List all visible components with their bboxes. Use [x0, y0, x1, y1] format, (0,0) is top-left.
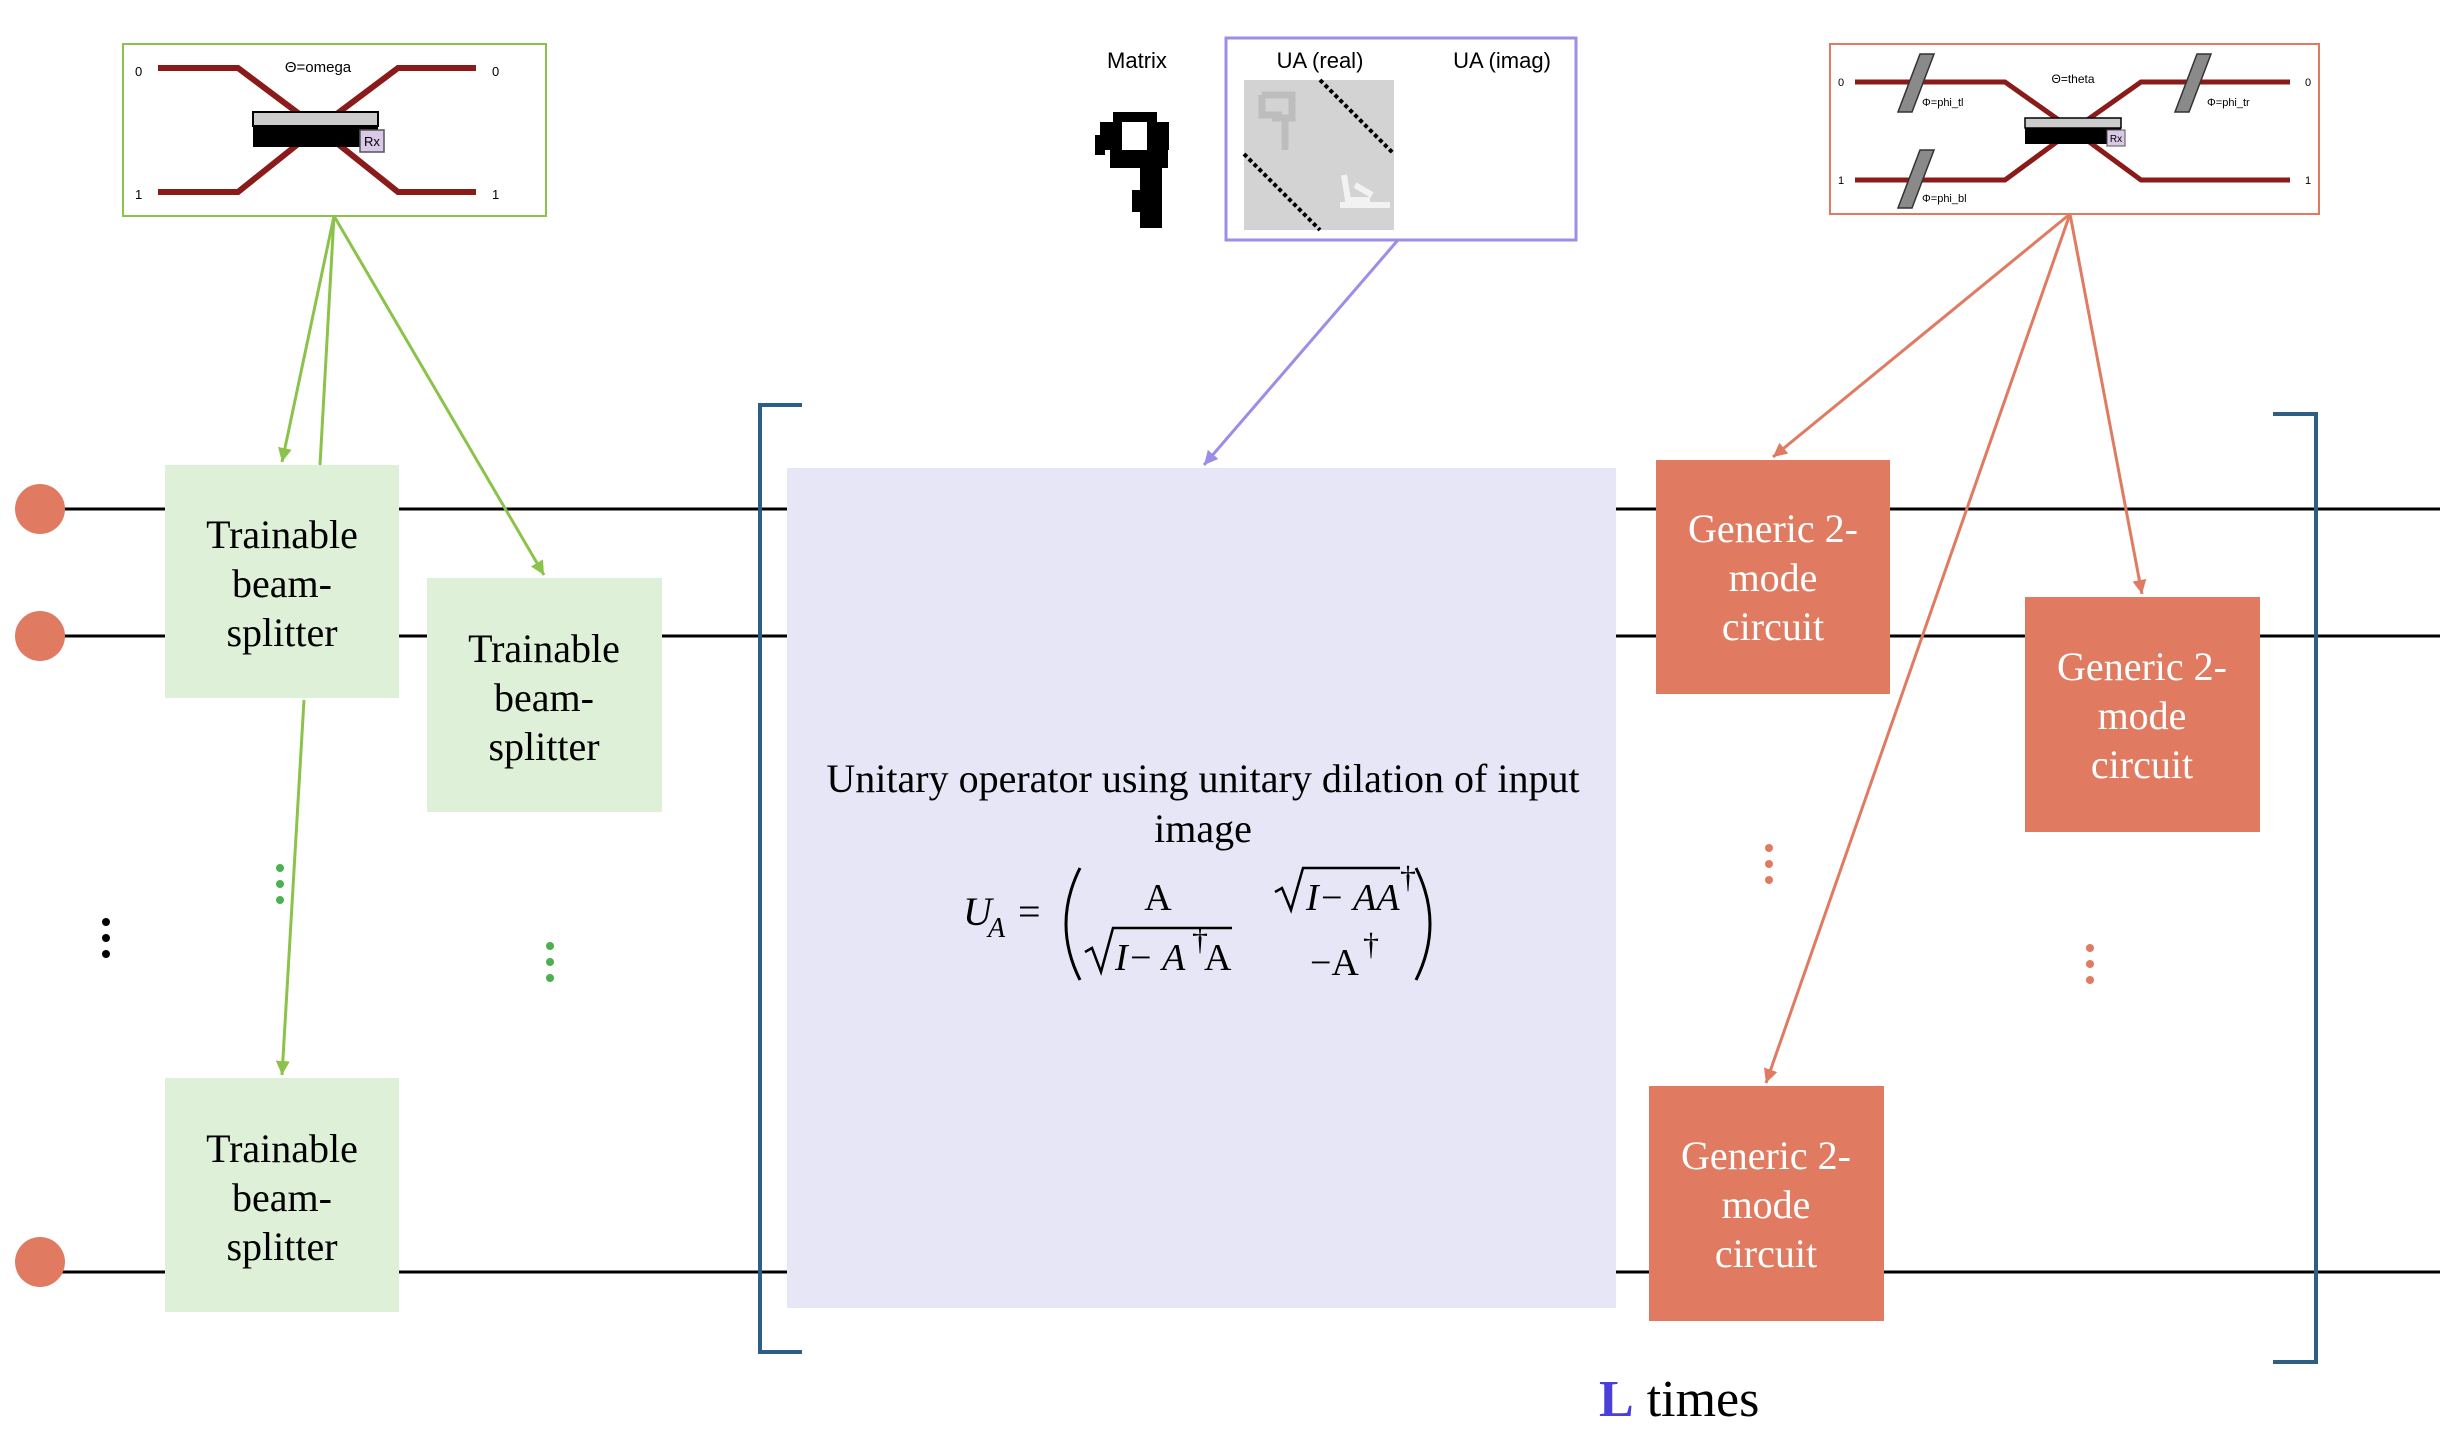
generic-box-2-line3: circuit	[2091, 742, 2193, 787]
trainable-bs-box-1-line2: beam-	[232, 561, 332, 606]
formula-m21-dagger: †	[1192, 921, 1208, 957]
digit-image	[1095, 112, 1169, 228]
generic-box-3: Generic 2- mode circuit	[1649, 1086, 1884, 1321]
left-bracket	[758, 403, 802, 1354]
input-node-last	[15, 1237, 65, 1287]
generic-box-1-line1: Generic 2-	[1688, 506, 1858, 551]
unitary-title-line1: Unitary operator using unitary dilation …	[826, 756, 1579, 801]
trainable-bs-box-3-line1: Trainable	[206, 1126, 358, 1171]
trainable-bs-box-2-line2: beam-	[494, 675, 594, 720]
l-times-word: times	[1634, 1371, 1760, 1428]
orange-inset-phi-tr: Φ=phi_tr	[2207, 97, 2250, 109]
orange-inset-port-rb: 1	[2305, 175, 2311, 187]
generic-box-3-line1: Generic 2-	[1681, 1133, 1851, 1178]
green-arrows	[275, 215, 546, 1076]
orange-inset: 0 1 0 1 Θ=theta Φ=phi_tl Φ=phi_tr Φ=phi_…	[1829, 43, 2320, 215]
trainable-bs-box-2-line3: splitter	[488, 724, 599, 769]
mode-ellipsis	[102, 918, 110, 958]
trainable-bs-box-3-line3: splitter	[226, 1224, 337, 1269]
formula-m21-radicand: I− A	[1114, 937, 1186, 979]
matrix-inset: Matrix UA (real) UA (imag)	[1095, 36, 1578, 242]
orange-inset-port-lt: 0	[1838, 77, 1844, 89]
trainable-bs-box-1: Trainable beam- splitter	[165, 465, 399, 698]
trainable-bs-box-1-line1: Trainable	[206, 512, 358, 557]
trainable-bs-box-2: Trainable beam- splitter	[427, 578, 662, 812]
formula-m21-tail: A	[1204, 937, 1232, 979]
orange-ellipsis-2	[2086, 944, 2094, 984]
generic-box-3-line2: mode	[1722, 1182, 1811, 1227]
trainable-bs-box-2-line1: Trainable	[468, 626, 620, 671]
input-node-1	[15, 611, 65, 661]
generic-box-2-line2: mode	[2098, 693, 2187, 738]
unitary-formula: U A = A I− AA † I− A † A −A †	[963, 859, 1432, 984]
ua-imag-label: UA (imag)	[1453, 48, 1551, 73]
formula-m22-dagger: †	[1363, 926, 1379, 962]
formula-lhs-u: U	[963, 889, 995, 934]
green-ellipsis-1	[276, 864, 284, 904]
generic-box-3-line3: circuit	[1715, 1231, 1817, 1276]
orange-inset-port-lb: 1	[1838, 175, 1844, 187]
orange-inset-theta: Θ=theta	[2051, 72, 2094, 86]
generic-box-2-line1: Generic 2-	[2057, 644, 2227, 689]
l-letter: L	[1599, 1371, 1634, 1428]
orange-arrows	[1764, 212, 2147, 1084]
green-ellipsis-2	[546, 942, 554, 982]
trainable-bs-box-1-line3: splitter	[226, 610, 337, 655]
green-inset-gate: Rx	[364, 134, 380, 149]
green-inset-port-rt: 0	[492, 64, 499, 79]
green-inset-port-rb: 1	[492, 187, 499, 202]
ua-real-label: UA (real)	[1277, 48, 1364, 73]
formula-m22: −A	[1310, 942, 1359, 984]
formula-m12-dagger: †	[1400, 859, 1416, 895]
orange-inset-phi-bl: Φ=phi_bl	[1922, 193, 1967, 205]
matrix-label: Matrix	[1107, 48, 1167, 73]
orange-ellipsis-1	[1765, 844, 1773, 884]
generic-box-1-line3: circuit	[1722, 604, 1824, 649]
formula-m12-radicand: I− AA	[1305, 877, 1400, 919]
green-inset-port-lt: 0	[135, 64, 142, 79]
trainable-bs-box-3: Trainable beam- splitter	[165, 1078, 399, 1312]
l-times-caption: L times	[1599, 1371, 1759, 1428]
green-inset-port-lb: 1	[135, 187, 142, 202]
input-node-0	[15, 484, 65, 534]
trainable-bs-box-3-line2: beam-	[232, 1175, 332, 1220]
unitary-box	[787, 468, 1616, 1308]
generic-box-1-line2: mode	[1729, 555, 1818, 600]
purple-arrow	[1202, 239, 1400, 466]
formula-equals: =	[1018, 889, 1041, 934]
green-inset: 0 1 0 1 Θ=omega Rx	[122, 43, 547, 217]
orange-inset-port-rt: 0	[2305, 77, 2311, 89]
orange-inset-phi-tl: Φ=phi_tl	[1922, 97, 1964, 109]
orange-inset-gate: Rx	[2110, 134, 2122, 145]
formula-m11: A	[1144, 877, 1172, 919]
formula-lhs-sub: A	[986, 913, 1006, 944]
green-inset-theta: Θ=omega	[285, 59, 352, 76]
unitary-title-line2: image	[1154, 806, 1252, 851]
generic-box-2: Generic 2- mode circuit	[2025, 597, 2260, 832]
generic-box-1: Generic 2- mode circuit	[1656, 460, 1890, 694]
right-bracket	[2273, 412, 2318, 1364]
